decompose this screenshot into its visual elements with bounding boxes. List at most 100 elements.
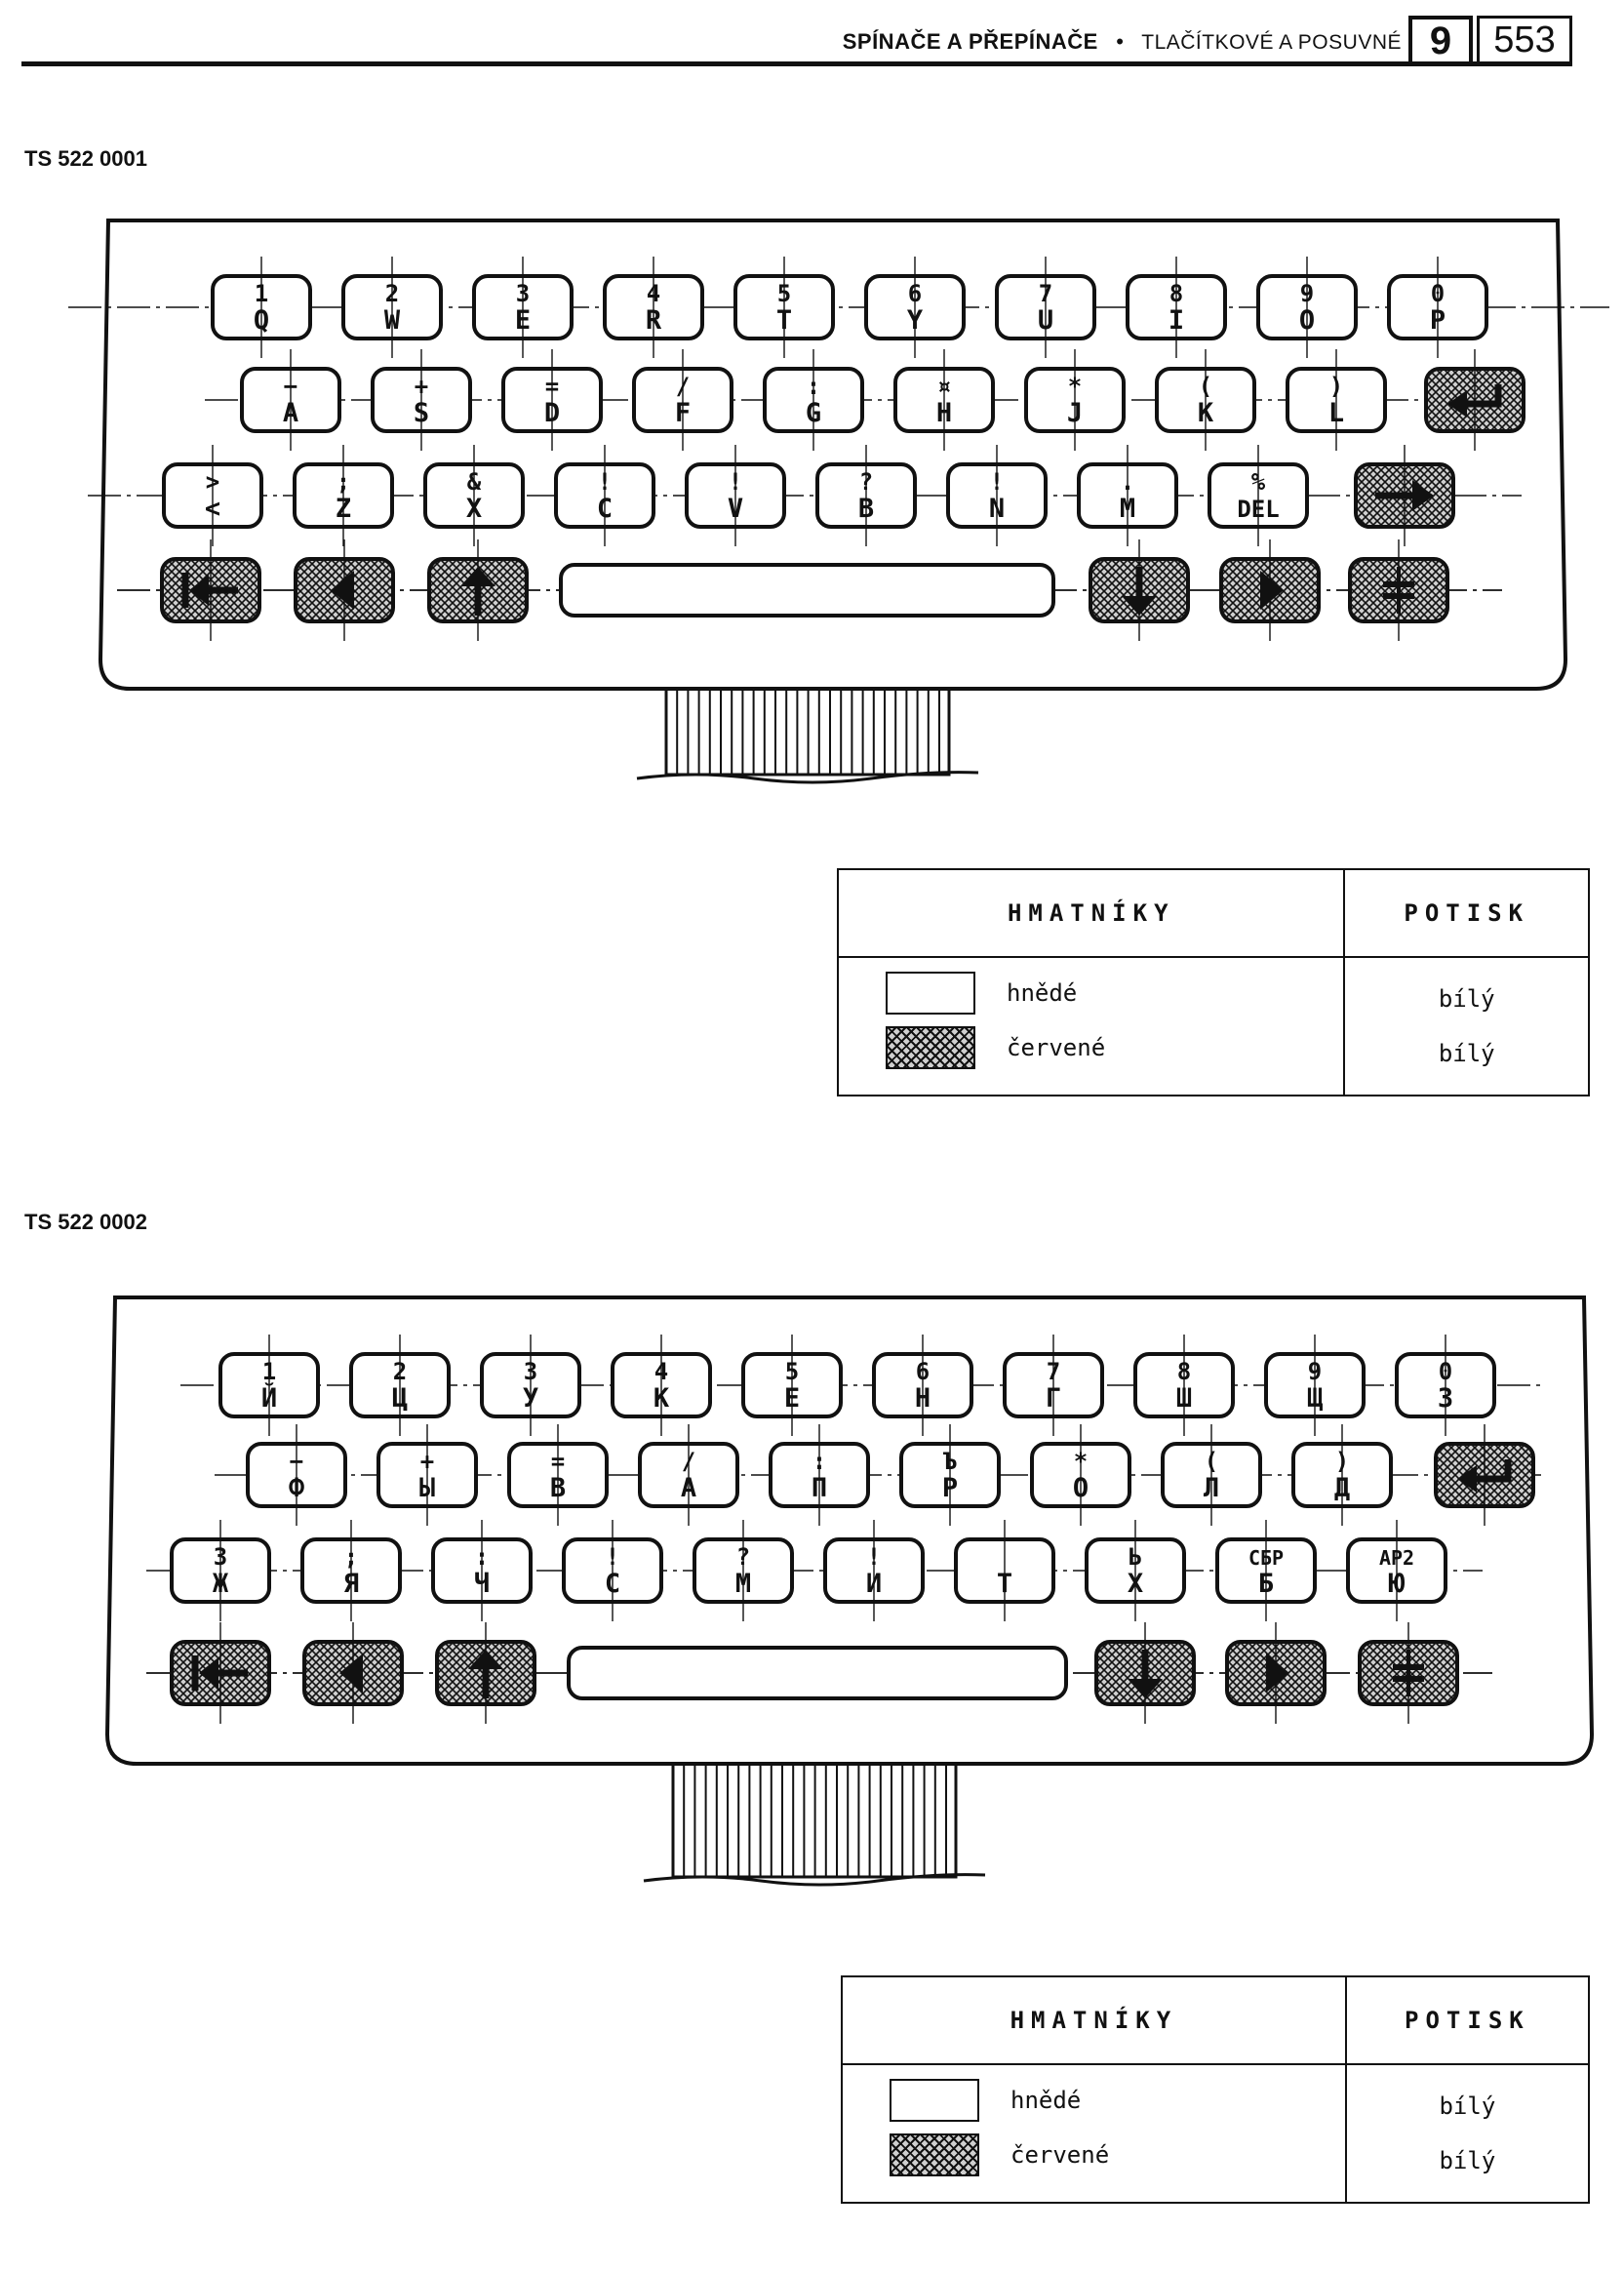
key-main-label: E (515, 305, 531, 336)
key-shift-label: ! (598, 468, 612, 496)
chapter-number: 9 (1408, 16, 1473, 66)
key-main-label: Н (915, 1383, 931, 1414)
space-bar (567, 1646, 1068, 1700)
keyboard-body (104, 1295, 1595, 1766)
key-main-label: Ю (1389, 1569, 1406, 1599)
legend-col-potisk: POTISK (1343, 868, 1590, 958)
home-arrow-icon (191, 1655, 248, 1691)
key-main-label: B (858, 494, 874, 524)
key-shift-label: 2 (385, 280, 399, 307)
key-main-label: Z (336, 494, 351, 524)
key-shift-label: > (206, 468, 219, 496)
key-main-label: M (1120, 494, 1135, 524)
key-main-label: З (1438, 1383, 1453, 1414)
key-shift-label: 5 (777, 280, 791, 307)
ribbon-cable (643, 1762, 986, 1887)
key-main-label: Б (1258, 1569, 1274, 1599)
ribbon-cable (636, 687, 979, 784)
key-shift-label: : (807, 373, 820, 400)
key-main-label: G (806, 398, 821, 428)
key-shift-label: . (1121, 468, 1134, 496)
key-main-label: K (1198, 398, 1214, 428)
key-shift-label: + (420, 1448, 434, 1475)
key-main-label: Й (261, 1382, 277, 1414)
key-shift-label: ) (1335, 1448, 1349, 1475)
key-shift-label: − (290, 1448, 303, 1475)
legend-print: bílý (1438, 985, 1495, 1013)
key-shift-label: 1 (255, 280, 268, 307)
return-arrow-icon (1457, 1459, 1512, 1493)
key-shift-label: ¤ (937, 373, 951, 400)
key-main-label: Ц (392, 1383, 408, 1414)
key-main-label: R (646, 305, 662, 336)
key-shift-label: 5 (785, 1358, 799, 1385)
key-shift-label: 3 (516, 280, 530, 307)
key-main-label: Г (1046, 1383, 1061, 1414)
key-shift-label: − (284, 373, 297, 400)
key-shift-label: 2 (393, 1358, 407, 1385)
key-main-label: Ж (213, 1569, 229, 1599)
key-shift-label: + (415, 373, 428, 400)
key-shift-label: 3 (214, 1543, 227, 1571)
key-main-label: N (989, 494, 1005, 524)
legend-table-2: HMATNÍKY POTISK hnědé červené bílý bílý (841, 1975, 1591, 2204)
key-shift-label: = (551, 1448, 565, 1475)
key-main-label: H (936, 398, 952, 428)
key-main-label: И (866, 1569, 882, 1599)
key-main-label: Q (254, 305, 269, 336)
key-main-label: Y (907, 305, 924, 336)
key-shift-label: ( (1205, 1448, 1218, 1475)
right-triangle-icon (1260, 571, 1284, 610)
key-shift-label: ! (729, 468, 742, 496)
legend-table-1: HMATNÍKY POTISK hnědé červené bílý bílý (836, 868, 1590, 1096)
key-shift-label: 6 (916, 1358, 930, 1385)
key-main-label: O (1299, 305, 1315, 336)
legend-print: bílý (1439, 2093, 1496, 2120)
key-main-label: T (776, 305, 792, 336)
up-arrow-icon (468, 1650, 503, 1698)
key-main-label: У (523, 1383, 538, 1414)
key-shift-label: 0 (1439, 1358, 1452, 1385)
header-title: SPÍNAČE A PŘEPÍNAČE (842, 29, 1098, 54)
key-main-label: Л (1204, 1473, 1219, 1503)
key-main-label: Ф (289, 1473, 304, 1503)
key-main-label: Ч (474, 1569, 490, 1599)
key-shift-label: ? (736, 1543, 750, 1571)
header-text: SPÍNAČE A PŘEPÍNAČE • TLAČÍTKOVÉ A POSUV… (843, 29, 1402, 55)
key-main-label: J (1067, 398, 1083, 428)
key-shift-label: ? (859, 468, 873, 496)
key-main-label: Х (1128, 1569, 1143, 1599)
legend-row: hnědé (843, 2079, 1345, 2133)
key-main-label: V (728, 494, 743, 524)
key-shift-label: Ъ (943, 1448, 957, 1475)
legend-label: červené (1007, 1034, 1106, 1061)
key-shift-label: 4 (654, 1358, 668, 1385)
key-shift-label: ( (1199, 373, 1212, 400)
key-shift-label: * (1074, 1448, 1088, 1475)
key-main-label: Р (942, 1473, 958, 1503)
key-shift-label: 9 (1308, 1358, 1322, 1385)
section-label-1: TS 522 0001 (24, 146, 147, 171)
legend-row: červené (839, 1026, 1343, 1081)
right-arrow-icon (1375, 480, 1434, 511)
key-shift-label: % (1251, 468, 1266, 496)
key-shift-label: Ь (1129, 1543, 1142, 1571)
key-main-label: А (681, 1473, 696, 1503)
legend-row: hnědé (839, 972, 1343, 1026)
left-arrow-icon (339, 1654, 363, 1693)
key-main-label: DEL (1237, 496, 1279, 523)
header-bullet: • (1116, 29, 1124, 54)
section-label-2: TS 522 0002 (24, 1210, 147, 1234)
key-shift-label: 6 (908, 280, 922, 307)
key-shift-label: 9 (1300, 280, 1314, 307)
down-arrow-icon (1122, 567, 1157, 616)
key-main-label: Ы (419, 1473, 435, 1503)
double-bar-icon (1393, 1650, 1424, 1696)
key-shift-label: СБР (1248, 1546, 1284, 1570)
key-main-label: Щ (1307, 1383, 1324, 1414)
key-main-label: X (466, 494, 482, 524)
legend-col-hmatniky: HMATNÍKY (836, 868, 1346, 958)
key-shift-label: 8 (1177, 1358, 1191, 1385)
key-main-label: W (384, 305, 401, 336)
swatch-plain (886, 972, 975, 1015)
